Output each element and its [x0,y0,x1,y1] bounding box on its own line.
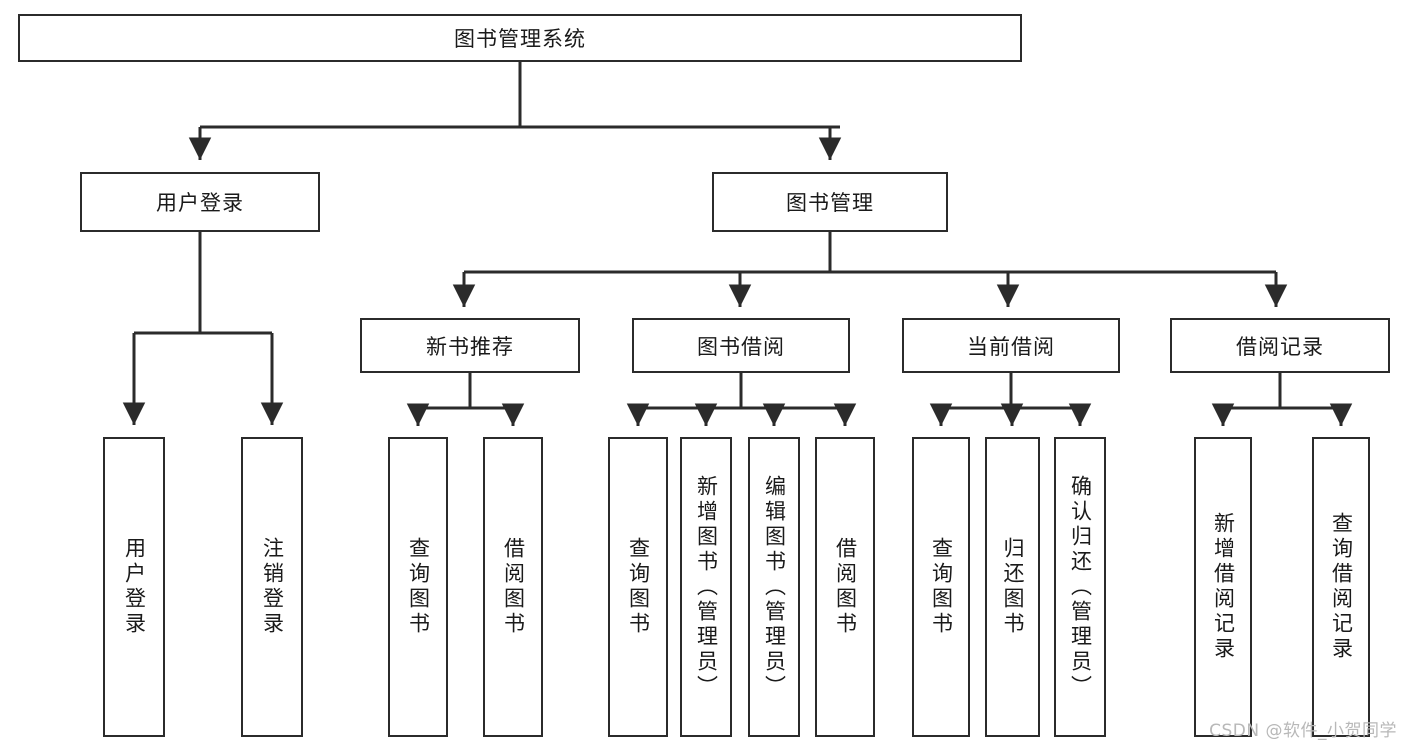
node-leaf-query-record[interactable]: 查询借阅记录 [1312,437,1370,737]
node-leaf-query-book-1-label: 查询图书 [406,537,431,637]
node-user-login[interactable]: 用户登录 [80,172,320,232]
node-current-borrow[interactable]: 当前借阅 [902,318,1120,373]
node-leaf-edit-book[interactable]: 编辑图书（管理员） [748,437,800,737]
node-leaf-query-book-2[interactable]: 查询图书 [608,437,668,737]
node-leaf-borrow-book-2[interactable]: 借阅图书 [815,437,875,737]
node-leaf-add-record[interactable]: 新增借阅记录 [1194,437,1252,737]
node-leaf-confirm-return-label: 确认归还（管理员） [1068,474,1093,700]
node-leaf-user-login-label: 用户登录 [122,537,147,637]
node-leaf-add-book[interactable]: 新增图书（管理员） [680,437,732,737]
node-leaf-add-record-label: 新增借阅记录 [1211,512,1236,662]
node-leaf-query-book-1[interactable]: 查询图书 [388,437,448,737]
node-user-login-label: 用户登录 [156,191,244,215]
node-leaf-query-record-label: 查询借阅记录 [1329,512,1354,662]
node-leaf-query-book-2-label: 查询图书 [626,537,651,637]
node-leaf-add-book-label: 新增图书（管理员） [694,474,719,700]
node-leaf-logout[interactable]: 注销登录 [241,437,303,737]
node-root-label: 图书管理系统 [454,27,586,51]
node-book-manage[interactable]: 图书管理 [712,172,948,232]
node-leaf-query-book-3-label: 查询图书 [929,537,954,637]
node-leaf-borrow-book-1-label: 借阅图书 [501,537,526,637]
node-book-borrow[interactable]: 图书借阅 [632,318,850,373]
node-book-borrow-label: 图书借阅 [697,334,785,359]
node-book-manage-label: 图书管理 [786,191,874,215]
node-new-book-rec-label: 新书推荐 [426,334,514,359]
node-leaf-borrow-book-1[interactable]: 借阅图书 [483,437,543,737]
node-leaf-user-login[interactable]: 用户登录 [103,437,165,737]
node-leaf-confirm-return[interactable]: 确认归还（管理员） [1054,437,1106,737]
node-leaf-borrow-book-2-label: 借阅图书 [833,537,858,637]
node-leaf-logout-label: 注销登录 [260,537,285,637]
node-borrow-record[interactable]: 借阅记录 [1170,318,1390,373]
node-current-borrow-label: 当前借阅 [967,334,1055,359]
node-root[interactable]: 图书管理系统 [18,14,1022,62]
node-leaf-query-book-3[interactable]: 查询图书 [912,437,970,737]
node-new-book-rec[interactable]: 新书推荐 [360,318,580,373]
node-leaf-return-book[interactable]: 归还图书 [985,437,1040,737]
node-leaf-return-book-label: 归还图书 [1001,537,1025,637]
node-leaf-edit-book-label: 编辑图书（管理员） [762,474,787,700]
csdn-watermark: CSDN @软件_小贺同学 [1209,721,1397,741]
node-borrow-record-label: 借阅记录 [1236,334,1324,359]
